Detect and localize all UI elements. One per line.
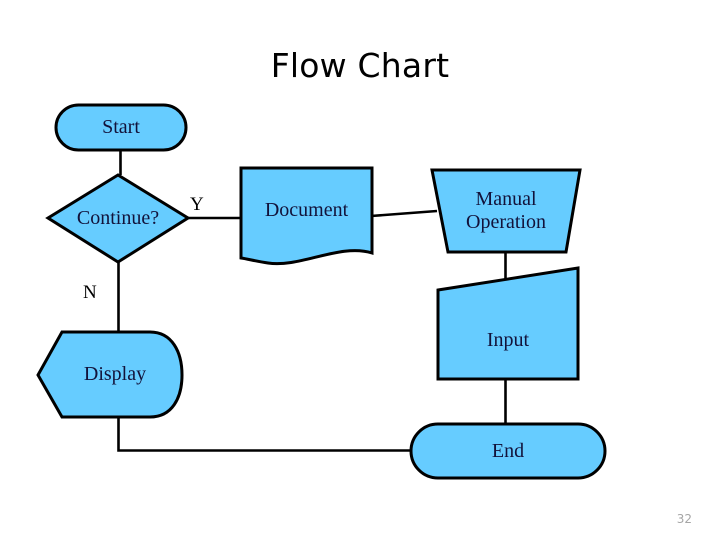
page-title: Flow Chart — [270, 46, 450, 85]
node-document[interactable] — [239, 166, 374, 266]
edge-label-yes: Y — [190, 194, 204, 215]
node-manual-operation[interactable] — [430, 168, 582, 254]
node-input[interactable] — [436, 266, 580, 381]
page-number: 32 — [676, 512, 692, 526]
node-start[interactable] — [54, 103, 188, 152]
node-continue[interactable] — [45, 173, 191, 264]
connector-document-to-manual-operation — [370, 209, 438, 218]
node-display[interactable] — [36, 330, 184, 419]
node-end[interactable] — [409, 422, 607, 480]
edge-label-no: N — [83, 282, 97, 303]
connector-display-to-end — [117, 417, 411, 452]
connector-layer — [117, 150, 507, 452]
